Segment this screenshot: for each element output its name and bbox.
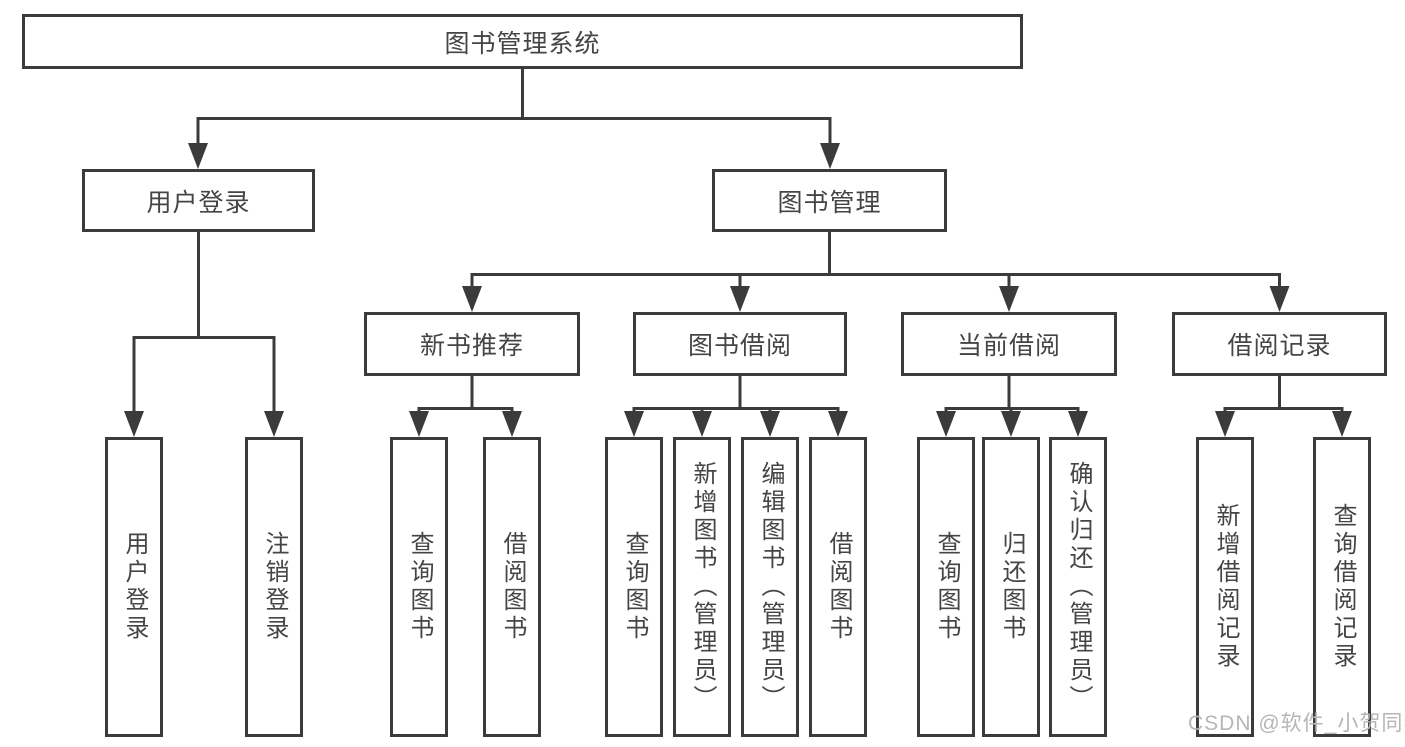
leaf-query-book-3: 查询图书 [917, 437, 975, 737]
leaf-user-login: 用户登录 [105, 437, 163, 737]
arrowhead-icon [936, 411, 956, 437]
arrowhead-icon [124, 411, 144, 437]
leaf-add-book-admin: 新增图书（管理员） [673, 437, 731, 737]
connector-line [196, 117, 832, 147]
arrowhead-icon [502, 411, 522, 437]
arrowhead-icon [828, 411, 848, 437]
connector-line [470, 273, 1281, 290]
node-book-borrow: 图书借阅 [633, 312, 847, 376]
leaf-borrow-book-1: 借阅图书 [483, 437, 541, 737]
connector-line [417, 407, 514, 415]
node-borrow-record: 借阅记录 [1172, 312, 1387, 376]
leaf-query-book-2: 查询图书 [605, 437, 663, 737]
leaf-confirm-return-admin: 确认归还（管理员） [1049, 437, 1107, 737]
arrowhead-icon [1269, 286, 1290, 312]
leaf-edit-book-admin: 编辑图书（管理员） [741, 437, 799, 737]
leaf-query-borrow-record: 查询借阅记录 [1313, 437, 1371, 737]
arrowhead-icon [730, 286, 750, 312]
leaf-query-book-1: 查询图书 [390, 437, 448, 737]
arrowhead-icon [1068, 411, 1088, 437]
arrowhead-icon [462, 286, 482, 312]
connector-line [1223, 407, 1344, 415]
csdn-watermark: CSDN @软件_小贺同学 [1188, 712, 1405, 735]
arrowhead-icon [624, 411, 644, 437]
arrowhead-icon [760, 411, 780, 437]
node-library-system: 图书管理系统 [22, 14, 1023, 69]
connector-line [132, 336, 276, 415]
arrowhead-icon [820, 143, 840, 169]
arrowhead-icon [264, 411, 284, 437]
arrowhead-icon [1332, 411, 1352, 437]
node-book-management: 图书管理 [712, 169, 947, 232]
arrowhead-icon [188, 143, 208, 169]
leaf-borrow-book-2: 借阅图书 [809, 437, 867, 737]
node-user-login-branch: 用户登录 [82, 169, 315, 232]
node-current-borrow: 当前借阅 [901, 312, 1117, 376]
leaf-logout-login: 注销登录 [245, 437, 303, 737]
arrowhead-icon [409, 411, 429, 437]
connector-line [632, 407, 840, 415]
arrowhead-icon [692, 411, 712, 437]
arrowhead-icon [1215, 411, 1235, 437]
node-new-book-recommend: 新书推荐 [364, 312, 580, 376]
leaf-add-borrow-record: 新增借阅记录 [1196, 437, 1254, 737]
connector-line [738, 274, 1011, 290]
arrowhead-icon [999, 286, 1019, 312]
arrowhead-icon [1001, 411, 1021, 437]
leaf-return-book: 归还图书 [982, 437, 1040, 737]
